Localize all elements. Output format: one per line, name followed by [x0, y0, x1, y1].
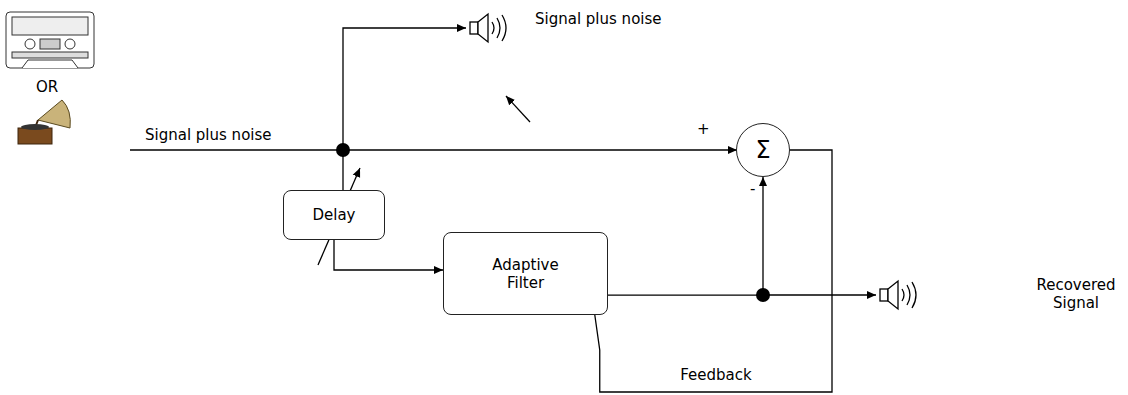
node-text: Adaptive Filter: [481, 256, 571, 292]
cassette-icon: [6, 12, 94, 68]
speaker-icon: [880, 281, 916, 309]
output-label: Recovered Signal: [1030, 276, 1122, 312]
node-text: Σ: [755, 136, 770, 165]
edge-label: Feedback: [680, 366, 751, 384]
summing-junction: Σ: [736, 123, 790, 177]
connector: [608, 177, 763, 295]
gramophone-icon: [18, 100, 70, 144]
connector: [334, 240, 443, 270]
signal-label: Signal plus noise: [535, 10, 662, 28]
signal-label: Signal plus noise: [145, 126, 272, 144]
delay-box: Delay: [283, 190, 385, 240]
connector: [595, 150, 832, 392]
node-text: Delay: [312, 206, 355, 224]
or-label: OR: [36, 78, 58, 96]
speaker-icon: [470, 14, 506, 42]
sign-label: -: [750, 180, 755, 198]
adaptive-filter-box: Adaptive Filter: [443, 232, 608, 315]
sign-label: +: [697, 120, 710, 138]
